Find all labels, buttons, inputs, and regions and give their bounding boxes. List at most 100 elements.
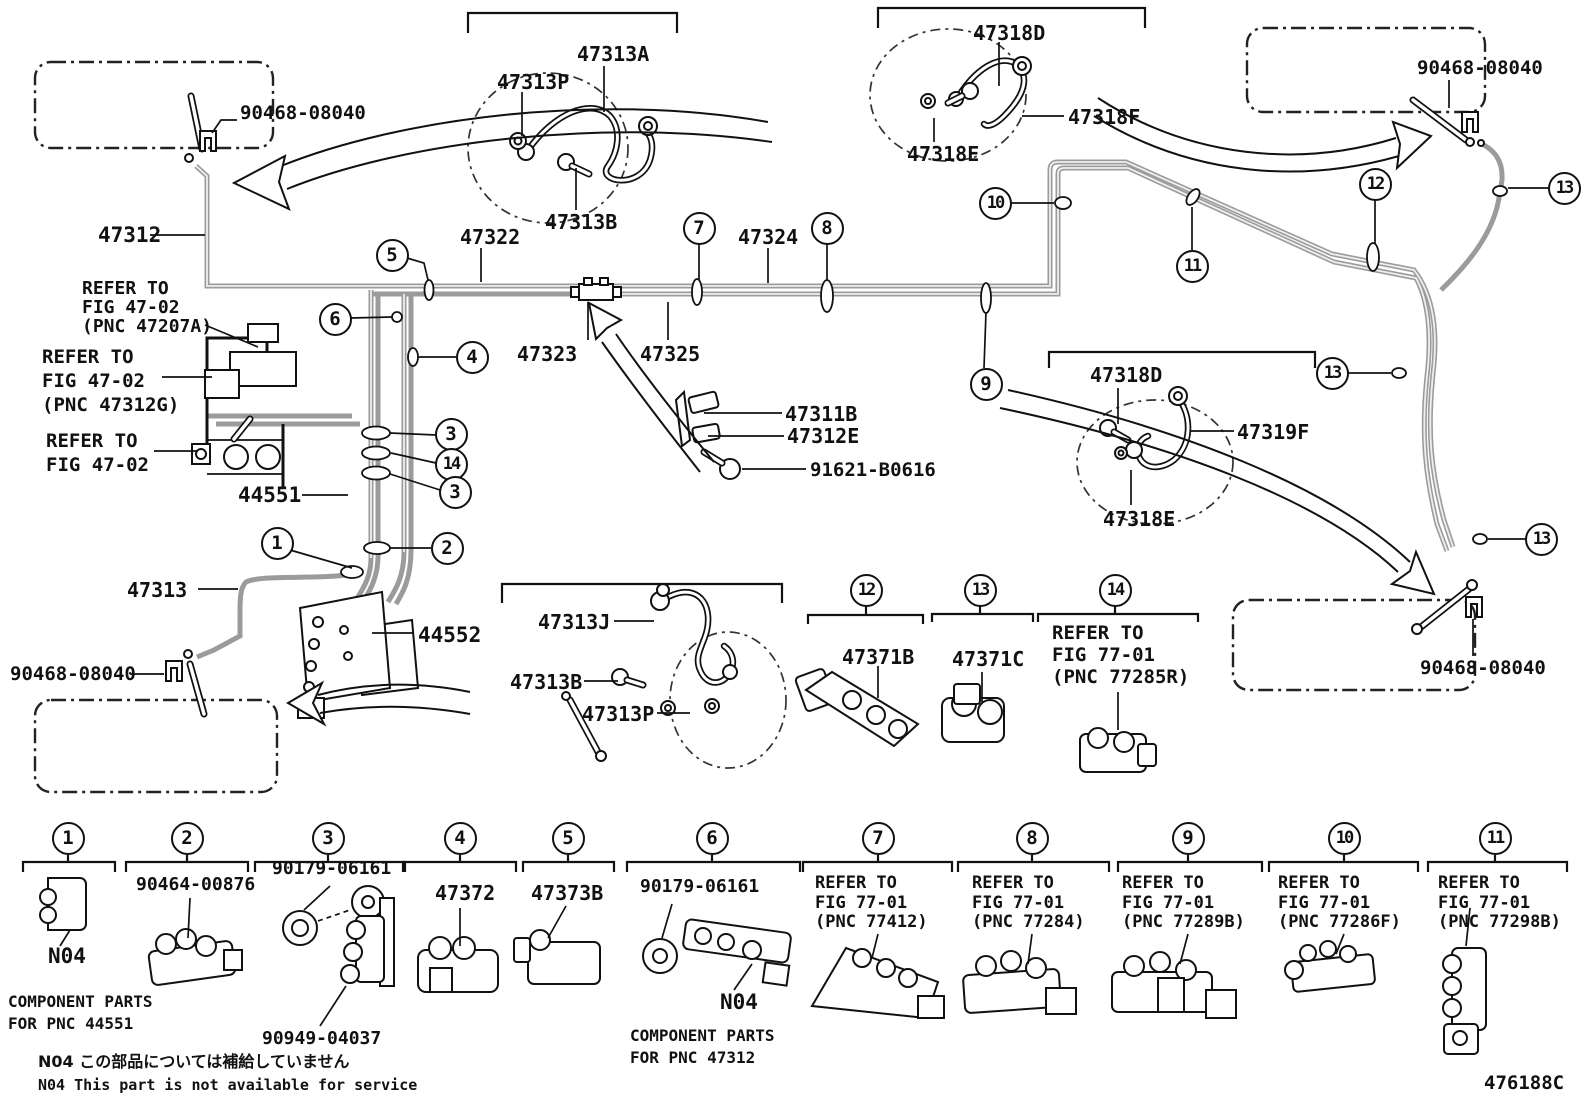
part-90468-08040-bottom-right[interactable]: 90468-08040 [1420,657,1546,679]
part-47313j[interactable]: 47313J [538,610,611,634]
detail-ellipses [467,28,1234,769]
callout-13[interactable]: 13 [1524,522,1558,556]
tube-connector [570,277,622,301]
callout-9[interactable]: 9 [1171,821,1205,855]
part-47313a[interactable]: 47313A [577,42,650,66]
callout-7[interactable]: 7 [682,211,716,245]
callout-4[interactable]: 4 [443,821,477,855]
hose-clamp-top-right [1409,96,1485,147]
callout-13[interactable]: 13 [963,573,997,607]
part-47313b-bottom[interactable]: 47313B [510,670,583,694]
legend-bracket-5 [521,855,616,872]
part-47313[interactable]: 47313 [127,578,188,602]
part-47318e-top[interactable]: 47318E [907,142,980,166]
callout-12[interactable]: 12 [1358,167,1392,201]
front-hose-47313a [509,105,658,184]
hose-clamp-top-left [184,92,217,163]
legend-90179-06161-b[interactable]: 90179-06161 [640,876,760,897]
callout-1[interactable]: 1 [51,821,85,855]
callout-10[interactable]: 10 [978,186,1012,220]
rear-hose-47318f [920,56,1032,129]
part-47324[interactable]: 47324 [738,225,799,249]
legend-bracket-9 [1116,855,1264,872]
callout-3[interactable]: 3 [434,417,468,451]
clip-47371c [941,683,1005,743]
hose-clamp-bottom-left [165,649,607,762]
brake-tubes [194,139,1505,660]
callout-14[interactable]: 14 [1098,573,1132,607]
part-47313b-top[interactable]: 47313B [545,210,618,234]
hose-clamp-bottom-right [1411,579,1483,635]
part-47371c[interactable]: 47371C [952,647,1025,671]
callout-5[interactable]: 5 [375,238,409,272]
callout-11[interactable]: 11 [1175,249,1209,283]
legend-90464-00876[interactable]: 90464-00876 [136,874,256,895]
legend-note-component-parts-47312: COMPONENT PARTS [630,1026,775,1045]
callout-6[interactable]: 6 [695,821,729,855]
group-brackets [466,6,1317,624]
legend-90179-06161-a[interactable]: 90179-06161 [272,858,392,879]
part-47318f[interactable]: 47318F [1068,105,1141,129]
callout-4[interactable]: 4 [455,340,489,374]
part-47323[interactable]: 47323 [517,342,578,366]
direction-arrows [231,97,1436,727]
part-90468-08040-bottom-left[interactable]: 90468-08040 [10,663,136,685]
legend-bracket-10 [1267,855,1420,872]
legend-bracket-3 [253,855,407,872]
callout-10[interactable]: 10 [1327,821,1361,855]
legend-47373b[interactable]: 47373B [531,881,604,905]
legend-bracket-4 [401,855,518,872]
callout-3[interactable]: 3 [438,475,472,509]
callout-12[interactable]: 12 [849,573,883,607]
legend-47372[interactable]: 47372 [435,881,496,905]
callout-8[interactable]: 8 [810,211,844,245]
part-47325[interactable]: 47325 [640,342,701,366]
callout-1[interactable]: 1 [260,526,294,560]
callout-6[interactable]: 6 [318,302,352,336]
legend-n04-2[interactable]: N04 [720,990,758,1014]
part-47322[interactable]: 47322 [460,225,521,249]
part-47371b[interactable]: 47371B [842,645,915,669]
legend-90949-04037[interactable]: 90949-04037 [262,1028,382,1049]
clip-77285r [1079,727,1157,773]
front-hose-47313j [611,583,738,716]
part-47312[interactable]: 47312 [98,223,162,247]
part-47318e-mid[interactable]: 47318E [1103,507,1176,531]
part-44551[interactable]: 44551 [238,483,302,507]
callout-13[interactable]: 13 [1547,171,1581,205]
callout-5[interactable]: 5 [551,821,585,855]
part-47311b[interactable]: 47311B [785,402,858,426]
callout-13[interactable]: 13 [1315,356,1349,390]
legend-bracket-2 [124,855,250,872]
callout-9[interactable]: 9 [969,367,1003,401]
legend-note-component-parts-44551: COMPONENT PARTS [8,992,153,1011]
part-47313p-bottom[interactable]: 47313P [582,702,655,726]
part-47318d-top[interactable]: 47318D [973,21,1046,45]
footnote-japanese: N04 この部品については補給していません [38,1052,350,1071]
part-90468-08040-top-right[interactable]: 90468-08040 [1417,57,1543,79]
callout-2[interactable]: 2 [170,821,204,855]
part-47313p-top[interactable]: 47313P [497,70,570,94]
part-47312e[interactable]: 47312E [787,424,860,448]
callout-3[interactable]: 3 [311,821,345,855]
part-44552[interactable]: 44552 [418,623,482,647]
master-cylinder-schematic [191,323,297,488]
callout-2[interactable]: 2 [430,531,464,565]
clip-47371b [794,668,920,748]
callout-11[interactable]: 11 [1478,821,1512,855]
part-90468-08040-top-left[interactable]: 90468-08040 [240,102,366,124]
part-47318d-mid[interactable]: 47318D [1090,363,1163,387]
legend-n04-1[interactable]: N04 [48,944,86,968]
callout-7[interactable]: 7 [861,821,895,855]
part-47319f[interactable]: 47319F [1237,420,1310,444]
callout-8[interactable]: 8 [1015,821,1049,855]
legend-note-for-pnc-47312: FOR PNC 47312 [630,1048,756,1067]
part-91621-b0616[interactable]: 91621-B0616 [810,459,936,481]
